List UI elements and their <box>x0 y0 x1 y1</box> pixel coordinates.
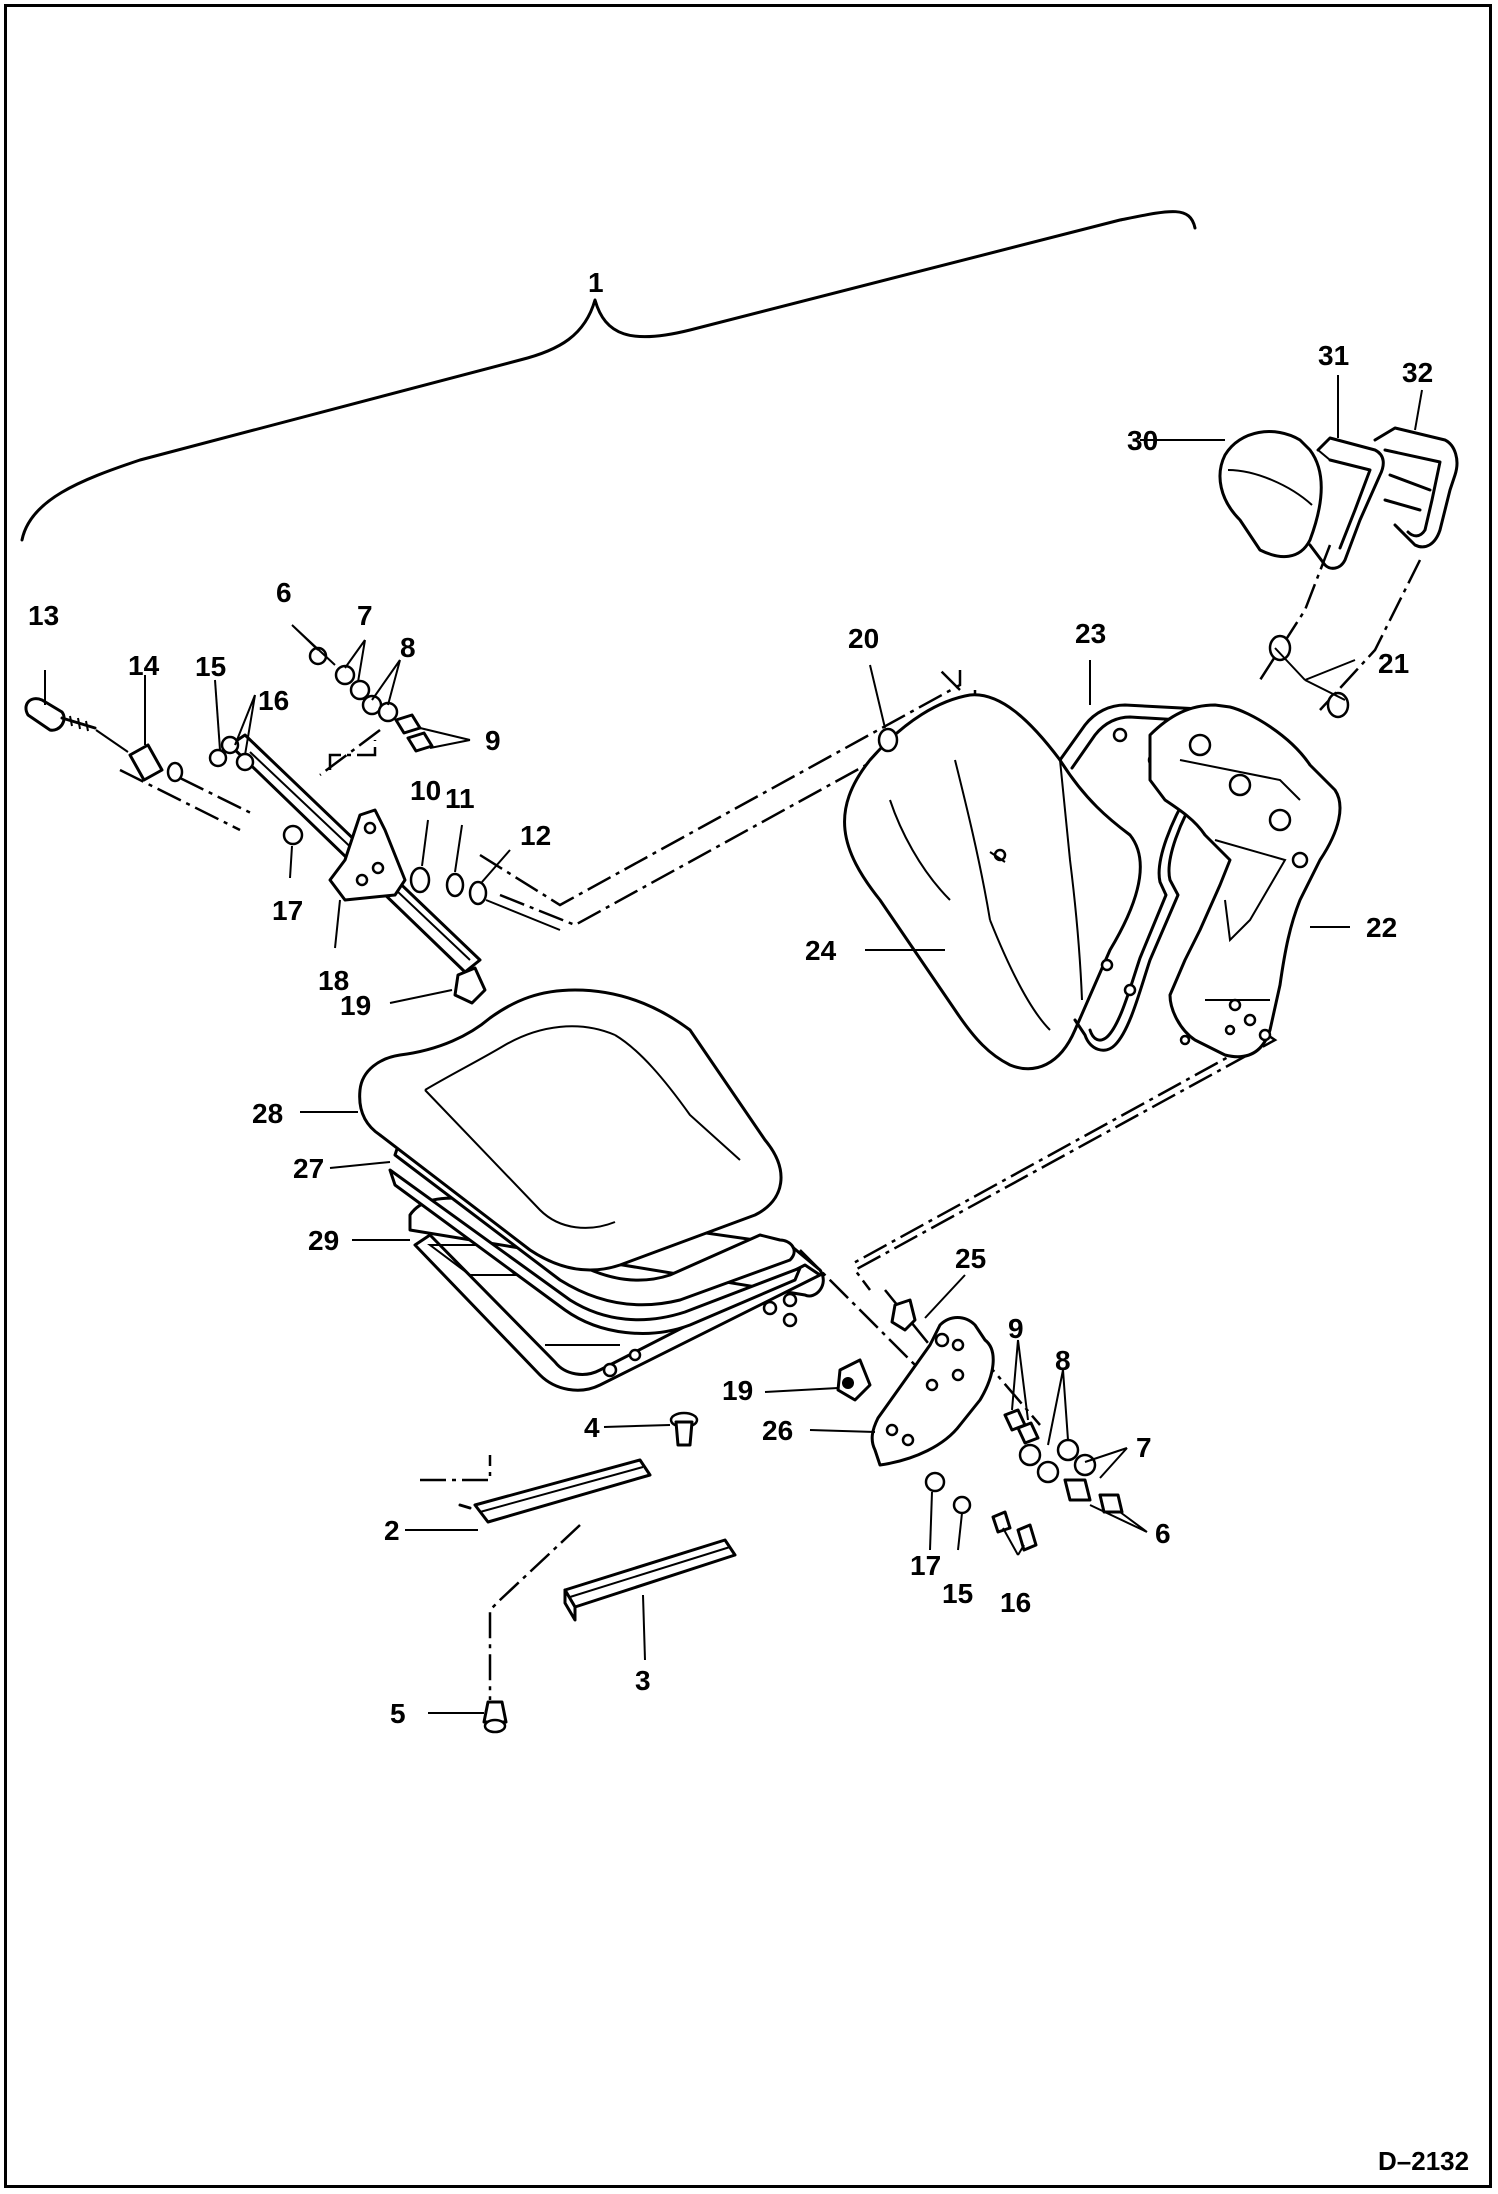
callout-18: 18 <box>318 965 349 996</box>
callout-6-left: 6 <box>276 577 292 608</box>
callout-17-left: 17 <box>272 895 303 926</box>
latch-19-right <box>836 1358 872 1402</box>
callout-32: 32 <box>1402 357 1433 388</box>
phantom-line <box>179 776 256 817</box>
diagram-frame <box>4 4 1492 2188</box>
callout-19-right: 19 <box>722 1375 753 1406</box>
seat-cushion-group <box>358 988 825 1392</box>
nut-20 <box>877 727 899 753</box>
callout-19-left: 19 <box>340 990 371 1021</box>
callout-13: 13 <box>28 600 59 631</box>
callout-7-right: 7 <box>1136 1432 1152 1463</box>
callout-27: 27 <box>293 1153 324 1184</box>
callout-5: 5 <box>390 1698 406 1729</box>
back-shell <box>1148 703 1342 1059</box>
callout-14: 14 <box>128 650 160 681</box>
callout-9-right: 9 <box>1008 1313 1024 1344</box>
callout-2: 2 <box>384 1515 400 1546</box>
callout-22: 22 <box>1366 912 1397 943</box>
bolt-4 <box>669 1411 699 1447</box>
slide-rail-2 <box>458 1458 652 1524</box>
callout-9-left: 9 <box>485 725 501 756</box>
callout-8-right: 8 <box>1055 1345 1071 1376</box>
headrest-bracket-32 <box>1373 426 1459 549</box>
callout-23: 23 <box>1075 618 1106 649</box>
hardware-right <box>924 1408 1124 1552</box>
hardware-left-15-16 <box>208 735 255 772</box>
washers-10-12 <box>409 866 488 906</box>
callout-12: 12 <box>520 820 551 851</box>
nut-21a <box>1268 634 1292 662</box>
headrest <box>1218 430 1323 559</box>
callout-25: 25 <box>955 1243 986 1274</box>
bushing <box>128 743 184 783</box>
backrest-cushion <box>843 693 1142 1071</box>
callout-31: 31 <box>1318 340 1349 371</box>
callout-15-left: 15 <box>195 651 226 682</box>
callout-15-right: 15 <box>942 1578 973 1609</box>
callout-17-right: 17 <box>910 1550 941 1581</box>
headrest-bracket-31 <box>1308 436 1385 570</box>
callout-16-left: 16 <box>258 685 289 716</box>
bracket-right <box>870 1316 995 1467</box>
nut-17-left <box>282 824 304 846</box>
callout-20: 20 <box>848 623 879 654</box>
drawing-code: D–2132 <box>1378 2146 1469 2176</box>
callout-4: 4 <box>584 1412 600 1443</box>
bolt-5 <box>482 1700 508 1734</box>
leader <box>95 729 129 753</box>
callout-16-right: 16 <box>1000 1587 1031 1618</box>
leader-lines <box>44 375 1423 1714</box>
bracket-left <box>328 808 407 902</box>
callout-30: 30 <box>1127 425 1158 456</box>
adjust-knob <box>24 697 97 732</box>
latch-25 <box>890 1298 917 1332</box>
callout-21: 21 <box>1378 648 1409 679</box>
slide-rail-3 <box>563 1538 737 1622</box>
callout-1: 1 <box>588 267 604 298</box>
callout-26: 26 <box>762 1415 793 1446</box>
callout-28: 28 <box>252 1098 283 1129</box>
callout-3: 3 <box>635 1665 651 1696</box>
latch-left <box>453 966 487 1005</box>
callout-8-left: 8 <box>400 632 416 663</box>
callout-24: 24 <box>805 935 837 966</box>
callout-labels: 1 2 3 4 5 6 6 7 7 8 8 9 9 10 11 12 13 14… <box>28 267 1469 2176</box>
callout-10: 10 <box>410 775 441 806</box>
callout-11: 11 <box>445 783 475 814</box>
leader <box>485 899 561 931</box>
callout-7-left: 7 <box>357 600 373 631</box>
assembly-brace <box>20 210 1197 542</box>
callout-6-right: 6 <box>1155 1518 1171 1549</box>
callout-29: 29 <box>308 1225 339 1256</box>
